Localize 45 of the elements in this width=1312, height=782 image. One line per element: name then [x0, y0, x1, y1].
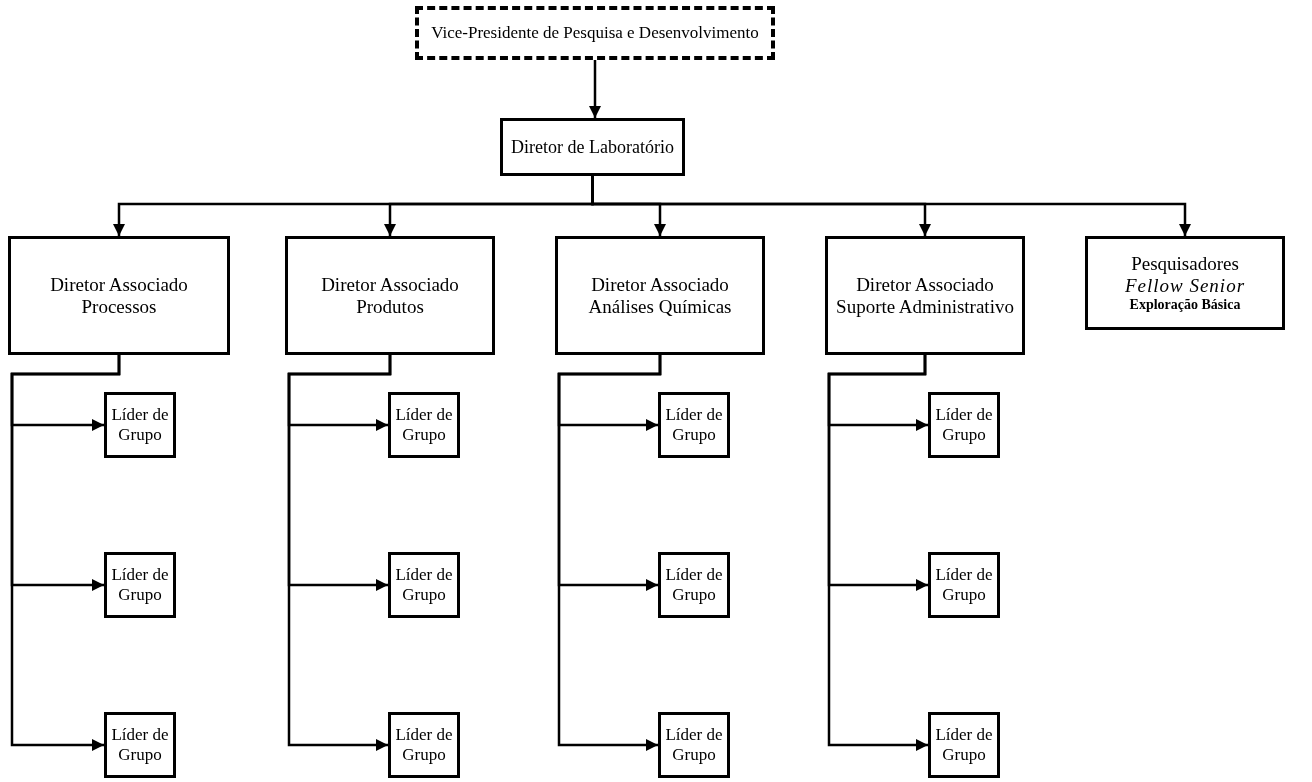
role-title: Líder de Grupo: [664, 565, 724, 605]
connector-arrow: [10, 355, 121, 752]
role-box: [1085, 236, 1285, 330]
group-leader-box: [928, 552, 1000, 618]
role-title: Líder de Grupo: [110, 565, 170, 605]
role-note: Exploração Básica: [1129, 297, 1241, 313]
role-title: Líder de Grupo: [394, 405, 454, 445]
group-leader-box: [104, 552, 176, 618]
connector-arrow: [588, 60, 602, 118]
role-title: Líder de Grupo: [664, 725, 724, 765]
dashed-box: [415, 6, 775, 60]
role-title: Líder de Grupo: [934, 405, 994, 445]
group-leader-box: [658, 552, 730, 618]
role-title: Líder de Grupo: [934, 565, 994, 605]
group-leader-box: [104, 392, 176, 458]
connector-arrow: [827, 355, 928, 752]
role-title: Diretor Associado Produtos: [320, 273, 460, 318]
group-leader-box: [388, 552, 460, 618]
group-leader-box: [388, 392, 460, 458]
connector-arrow: [557, 355, 662, 752]
role-title: Diretor Associado Análises Químicas: [587, 273, 733, 318]
role-title: Líder de Grupo: [664, 405, 724, 445]
group-leader-box: [928, 392, 1000, 458]
role-title: Vice-Presidente de Pesquisa e Desenvolvimento: [431, 23, 759, 43]
role-box: [500, 118, 685, 176]
group-leader-box: [104, 712, 176, 778]
role-box: [285, 236, 495, 355]
group-leader-box: [658, 392, 730, 458]
role-subtitle: Fellow Senior: [1124, 275, 1246, 297]
role-title: Diretor Associado Processos: [49, 273, 189, 318]
group-leader-box: [658, 712, 730, 778]
role-box: [8, 236, 230, 355]
role-title: Diretor de Laboratório: [511, 136, 674, 158]
role-title: Líder de Grupo: [394, 565, 454, 605]
group-leader-box: [928, 712, 1000, 778]
role-title: Líder de Grupo: [934, 725, 994, 765]
connector-arrow: [287, 355, 392, 752]
role-title: Líder de Grupo: [110, 725, 170, 765]
role-title: Diretor Associado Suporte Administrativo: [835, 273, 1015, 318]
role-title: Líder de Grupo: [394, 725, 454, 765]
role-title: Líder de Grupo: [110, 405, 170, 445]
role-box: [555, 236, 765, 355]
role-box: [825, 236, 1025, 355]
group-leader-box: [388, 712, 460, 778]
role-title: Pesquisadores: [1131, 253, 1239, 275]
